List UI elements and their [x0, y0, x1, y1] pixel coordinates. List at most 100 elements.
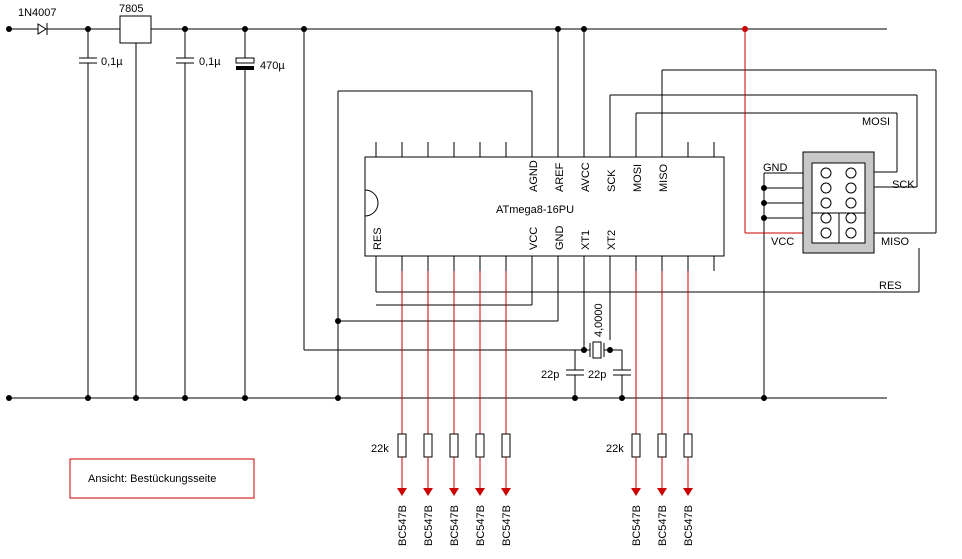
output-channel: BC547B — [475, 271, 487, 546]
pin-label-agnd: AGND — [528, 160, 540, 192]
mcu-name: ATmega8-16PU — [496, 204, 574, 216]
output-channel: BC547B — [501, 271, 513, 546]
isp-wiring — [375, 26, 937, 401]
output-channel: BC547B — [449, 271, 461, 546]
junction-dot — [581, 347, 587, 353]
cap-output-label: 0,1µ — [199, 56, 221, 68]
resistor-22k — [397, 433, 407, 458]
junction-dot — [242, 395, 248, 401]
cap-elko-label: 470µ — [260, 60, 285, 72]
connector-pin — [820, 182, 832, 194]
junction-dot — [182, 26, 188, 32]
cap-input-label: 0,1µ — [101, 56, 123, 68]
isp-label-gnd: GND — [763, 162, 788, 174]
junction-dot — [301, 26, 307, 32]
junction-dot — [761, 200, 767, 206]
mcu-notch — [364, 189, 379, 217]
pin-label-mosi: MOSI — [632, 164, 644, 192]
connector-pin — [820, 212, 832, 224]
connector-pin — [820, 167, 832, 179]
transistor-label: BC547B — [397, 505, 409, 546]
pin-label-avcc: AVCC — [580, 162, 592, 192]
elko-plus-plate — [235, 57, 255, 64]
junction-dot — [85, 26, 91, 32]
channel-arrow — [657, 488, 667, 496]
note-text: Ansicht: Bestückungsseite — [88, 473, 216, 485]
isp-label-res: RES — [879, 280, 902, 292]
junction-dot — [581, 26, 587, 32]
isp-connector: GND VCC MOSI SCK MISO RES — [763, 116, 915, 292]
connector-window — [811, 162, 866, 214]
resistor-22k — [449, 433, 459, 458]
connector-pin — [845, 182, 857, 194]
pin-label-miso: MISO — [658, 163, 670, 192]
pin-label-aref: AREF — [554, 162, 566, 192]
channel-arrow — [683, 488, 693, 496]
mcu-pin-stubs — [375, 142, 715, 271]
pin-label-xt2: XT2 — [606, 230, 618, 250]
output-channel: BC547B — [631, 271, 643, 546]
connector-pin — [820, 197, 832, 209]
junction-dot — [182, 395, 188, 401]
diode-label: 1N4007 — [18, 7, 57, 19]
crystal-label: 4,0000 — [593, 303, 605, 337]
cap-elko: 470µ — [235, 26, 285, 401]
isp-label-mosi: MOSI — [862, 116, 890, 128]
isp-label-sck: SCK — [892, 179, 915, 191]
output-channels: BC547B BC547B BC547B BC547B BC547B BC547B BC54… — [397, 271, 695, 546]
regulator-label: 7805 — [119, 3, 143, 15]
transistor-label: BC547B — [657, 505, 669, 546]
channel-arrow — [475, 488, 485, 496]
junction-dot — [761, 395, 767, 401]
gnd-terminal — [6, 395, 12, 401]
diode-symbol — [37, 23, 47, 35]
pin-label-gnd: GND — [554, 226, 566, 251]
mcu-atmega8: ATmega8-16PU AGND AREF AVCC SCK MOSI MIS… — [364, 142, 725, 271]
transistor-label: BC547B — [449, 505, 461, 546]
cap-xt1-label: 22p — [541, 369, 559, 381]
gnd-wiring — [335, 90, 559, 401]
channel-arrow — [449, 488, 459, 496]
note-box — [69, 458, 255, 499]
connector-pin — [845, 167, 857, 179]
pin-label-res: RES — [372, 227, 384, 250]
resistor-22k — [683, 433, 693, 458]
isp-label-vcc: VCC — [771, 236, 794, 248]
output-channel: BC547B — [683, 271, 695, 546]
resistor-22k — [475, 433, 485, 458]
vin-terminal — [6, 26, 12, 32]
junction-dot — [742, 26, 748, 32]
output-channel: BC547B — [657, 271, 669, 546]
channel-arrow — [631, 488, 641, 496]
junction-dot — [242, 26, 248, 32]
junction-dot — [133, 395, 139, 401]
diode-1n4007: 1N4007 — [18, 7, 57, 35]
mcu-body — [364, 156, 725, 257]
crystal-body — [592, 341, 602, 359]
resistor-22k — [423, 433, 433, 458]
junction-dot — [572, 395, 578, 401]
elko-minus-plate — [236, 66, 254, 70]
junction-dot — [335, 318, 341, 324]
resistor-22k — [631, 433, 641, 458]
connector-pin — [845, 197, 857, 209]
transistor-label: BC547B — [475, 505, 487, 546]
junction-dot — [85, 395, 91, 401]
aref-avcc-wiring — [555, 26, 587, 157]
junction-dot — [761, 215, 767, 221]
view-note: Ansicht: Bestückungsseite — [69, 458, 255, 499]
output-channel: BC547B — [397, 271, 409, 546]
connector-pin — [820, 227, 832, 239]
regulator-7805: 7805 — [119, 3, 152, 401]
cap-input: 0,1µ — [79, 26, 123, 401]
cap-xt2-label: 22p — [588, 369, 606, 381]
power-rails — [6, 26, 887, 401]
resistor-left-label: 22k — [371, 443, 389, 455]
pin-label-sck: SCK — [606, 169, 618, 192]
resistor-22k — [501, 433, 511, 458]
channel-arrow — [397, 488, 407, 496]
channel-arrow — [423, 488, 433, 496]
cap-output: 0,1µ — [176, 26, 221, 401]
